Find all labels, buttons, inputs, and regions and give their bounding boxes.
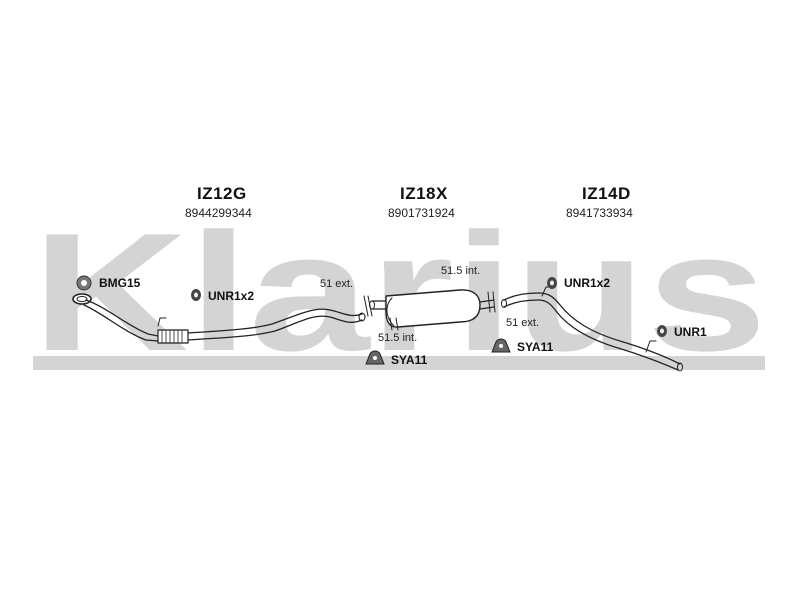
watermark-underline — [33, 356, 765, 370]
klarius-watermark: Klarius — [32, 198, 767, 386]
section-code: IZ12G — [197, 184, 247, 203]
fitting-label: SYA11 — [391, 353, 428, 367]
section-code: IZ14D — [582, 184, 631, 203]
dimension-note: 51.5 int. — [378, 332, 418, 344]
clamp-icon — [491, 338, 511, 353]
dimension-note: 51 ext. — [320, 278, 354, 290]
fitting-label: BMG15 — [99, 276, 141, 290]
middle-silencer-illustration — [363, 289, 496, 331]
fitting-label: UNR1x2 — [564, 276, 611, 290]
gasket-ring-icon — [76, 275, 92, 291]
fitting-label: UNR1x2 — [208, 289, 255, 303]
tail-pipe-illustration — [501, 286, 683, 372]
watermark-text: Klarius — [32, 198, 767, 386]
fitting-label: UNR1 — [674, 325, 707, 339]
part-number: 8941733934 — [566, 206, 633, 220]
rubber-mount-icon — [191, 289, 201, 301]
clamp-icon — [365, 350, 385, 365]
dimension-note: 51.5 int. — [441, 265, 481, 277]
fitting-label: SYA11 — [517, 340, 554, 354]
section-code: IZ18X — [400, 184, 448, 203]
dimension-note: 51 ext. — [506, 317, 540, 329]
rubber-mount-icon — [547, 277, 557, 289]
part-number: 8944299344 — [185, 206, 252, 220]
rubber-mount-icon — [657, 325, 667, 337]
front-pipe-illustration — [72, 293, 366, 344]
part-number: 8901731924 — [388, 206, 455, 220]
